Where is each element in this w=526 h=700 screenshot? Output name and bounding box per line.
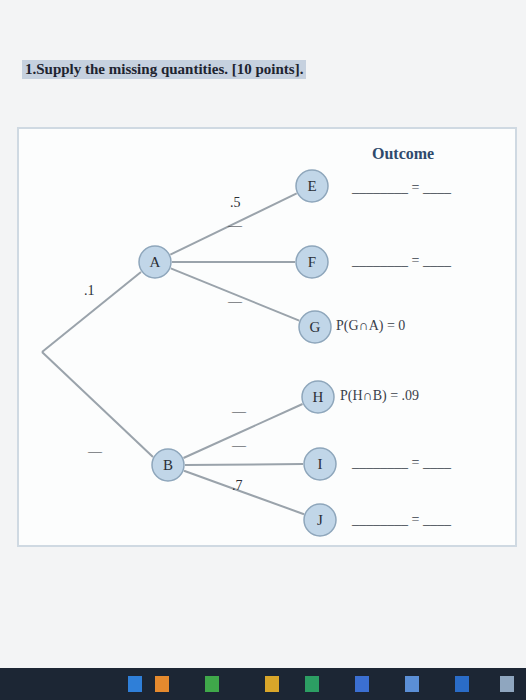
event-circle: G	[298, 310, 332, 344]
event-letter: F	[308, 254, 316, 271]
circle-shape	[304, 448, 336, 480]
taskbar-icon	[455, 676, 469, 692]
root-branch	[42, 352, 153, 457]
tree-branch	[183, 404, 302, 458]
answer-blank: ________ = ____	[352, 455, 451, 471]
outcome-probability: P(H∩B) = .09	[340, 388, 419, 404]
event-circle: H	[301, 380, 335, 414]
event-circle: I	[303, 447, 337, 481]
circle-shape	[152, 449, 184, 481]
circle-shape	[302, 381, 334, 413]
answer-blank: ________ = ____	[352, 180, 451, 196]
event-letter: B	[163, 457, 173, 474]
taskbar-icon	[500, 676, 514, 692]
branch-probability: .5	[230, 195, 241, 211]
event-letter: A	[150, 254, 161, 271]
figure-panel	[18, 128, 516, 546]
circle-shape	[296, 246, 328, 278]
tree-branch	[172, 261, 295, 263]
circle-shape	[296, 170, 328, 202]
branch-probability: —	[232, 438, 246, 454]
event-letter: J	[317, 512, 323, 529]
taskbar	[0, 668, 526, 700]
tree-branch	[171, 268, 300, 320]
taskbar-icon	[155, 676, 169, 692]
circle-shape	[299, 311, 331, 343]
taskbar-icon	[205, 676, 219, 692]
outcome-probability: P(G∩A) = 0	[336, 318, 405, 334]
branch-probability: —	[228, 218, 242, 234]
answer-blank: ________ = ____	[352, 253, 451, 269]
branch-probability: —	[232, 404, 246, 420]
circle-shape	[304, 504, 336, 536]
event-circle: E	[295, 169, 329, 203]
tree-branch	[170, 193, 296, 254]
answer-blank: ________ = ____	[352, 512, 451, 528]
taskbar-icon	[305, 676, 319, 692]
circle-shape	[139, 246, 171, 278]
tree-branch	[185, 463, 303, 466]
event-circle: B	[151, 448, 185, 482]
taskbar-icon	[128, 676, 142, 692]
taskbar-icon	[265, 676, 279, 692]
taskbar-icon	[355, 676, 369, 692]
branch-probability: .7	[232, 478, 243, 494]
event-letter: E	[307, 178, 316, 195]
column-heading: Outcome	[372, 145, 434, 163]
root-branch	[42, 272, 141, 352]
event-circle: J	[303, 503, 337, 537]
branch-probability: .1	[84, 283, 95, 299]
branch-probability: —	[88, 444, 102, 460]
event-circle: A	[138, 245, 172, 279]
event-circle: F	[295, 245, 329, 279]
taskbar-icon	[405, 676, 419, 692]
event-letter: I	[318, 456, 323, 473]
branch-probability: —	[228, 294, 242, 310]
event-letter: H	[313, 389, 324, 406]
question-title: 1.Supply the missing quantities. [10 poi…	[22, 60, 306, 79]
event-letter: G	[310, 319, 321, 336]
tree-branch	[184, 471, 304, 514]
